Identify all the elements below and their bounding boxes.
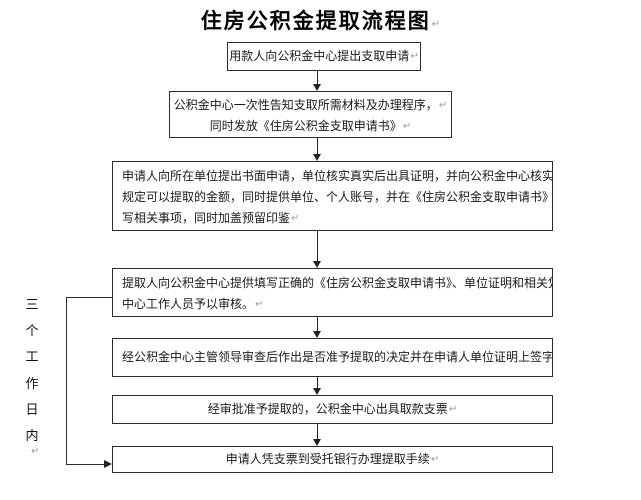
- arrow-down-6: [313, 424, 322, 446]
- bracket-vertical-line: [66, 297, 67, 465]
- arrow-head-icon: [313, 154, 321, 161]
- flow-step-6-text: 经审批准予提取的，公积金中心出具取款支票: [207, 402, 448, 416]
- paragraph-mark: ↵: [430, 454, 440, 465]
- paragraph-mark: ↵: [448, 404, 458, 415]
- flow-step-6: 经审批准予提取的，公积金中心出具取款支票↵: [112, 395, 553, 424]
- flow-step-2: 公积金中心一次性告知支取所需材料及办理程序，↵ 同时发放《住房公积金支取申请书》…: [169, 91, 452, 138]
- flow-step-1-text: 用款人向公积金中心提出支取申请: [229, 49, 410, 63]
- arrow-head-icon: [313, 439, 321, 446]
- arrow-down-2: [313, 138, 322, 161]
- side-label-char: 内: [25, 427, 39, 443]
- flow-step-5-text: 经公积金中心主管领导审查后作出是否准予提取的决定并在申请人单位证明上签字。: [122, 350, 553, 364]
- paragraph-mark: ↵: [31, 446, 40, 457]
- side-label-char: 个: [25, 323, 39, 339]
- arrow-stem: [317, 71, 318, 85]
- flow-step-3-line2: 规定可以提取的金额，同时提供单位、个人账号，并在《住房公积金支取申请书》填: [122, 190, 553, 204]
- arrow-down-1: [313, 71, 322, 91]
- side-label-char: 三: [25, 297, 39, 312]
- arrow-stem: [317, 424, 318, 440]
- paragraph-mark: ↵: [438, 100, 448, 111]
- arrow-head-icon: [313, 388, 321, 395]
- arrow-down-4: [313, 317, 322, 338]
- flow-step-2-line1: 公积金中心一次性告知支取所需材料及办理程序，: [173, 98, 438, 112]
- arrow-down-3: [313, 231, 322, 268]
- arrow-stem: [317, 138, 318, 155]
- flow-step-1: 用款人向公积金中心提出支取申请↵: [227, 42, 421, 71]
- paragraph-mark: ↵: [255, 299, 264, 310]
- flow-step-3-line3: 写相关事项，同时加盖预留印鉴: [122, 211, 291, 225]
- page-title-text: 住房公积金提取流程图: [200, 10, 431, 33]
- arrow-right-head-icon: [104, 460, 112, 468]
- side-label-char: 日: [25, 401, 39, 417]
- arrow-head-icon: [313, 331, 321, 338]
- bracket-top-line: [66, 297, 112, 298]
- side-label-three-working-days: 三 个 工 作 日 内 ↵: [22, 294, 42, 457]
- side-label-char: 工: [25, 349, 39, 365]
- arrow-head-icon: [313, 261, 321, 268]
- flow-step-2-line2: 同时发放《住房公积金支取申请书》: [209, 119, 402, 133]
- paragraph-mark: ↵: [410, 51, 419, 62]
- bracket-bottom-line: [66, 464, 104, 465]
- flow-step-3: 申请人向所在单位提出书面申请，单位核实真实后出具证明，并向公积金中心核实按 规定…: [112, 161, 553, 231]
- flow-step-5: 经公积金中心主管领导审查后作出是否准予提取的决定并在申请人单位证明上签字。↵: [112, 338, 553, 377]
- flow-step-4-line1: 提取人向公积金中心提供填写正确的《住房公积金支取申请书》、单位证明和相关凭证，: [122, 276, 553, 290]
- paragraph-mark: ↵: [402, 121, 412, 132]
- arrow-head-icon: [313, 84, 321, 91]
- side-label-char: 作: [25, 375, 39, 391]
- arrow-stem: [317, 317, 318, 332]
- arrow-stem: [317, 377, 318, 389]
- flow-step-7-text: 申请人凭支票到受托银行办理提取手续: [225, 452, 430, 466]
- flow-step-3-line1: 申请人向所在单位提出书面申请，单位核实真实后出具证明，并向公积金中心核实按: [122, 169, 553, 183]
- flow-step-4: 提取人向公积金中心提供填写正确的《住房公积金支取申请书》、单位证明和相关凭证， …: [112, 268, 553, 317]
- arrow-stem: [317, 231, 318, 262]
- page-title: 住房公积金提取流程图↵: [0, 5, 641, 35]
- flow-step-7: 申请人凭支票到受托银行办理提取手续↵: [112, 446, 553, 473]
- flow-step-4-line2: 中心工作人员予以审核。: [122, 297, 255, 311]
- paragraph-mark: ↵: [431, 19, 441, 30]
- paragraph-mark: ↵: [291, 213, 300, 224]
- arrow-down-5: [313, 377, 322, 395]
